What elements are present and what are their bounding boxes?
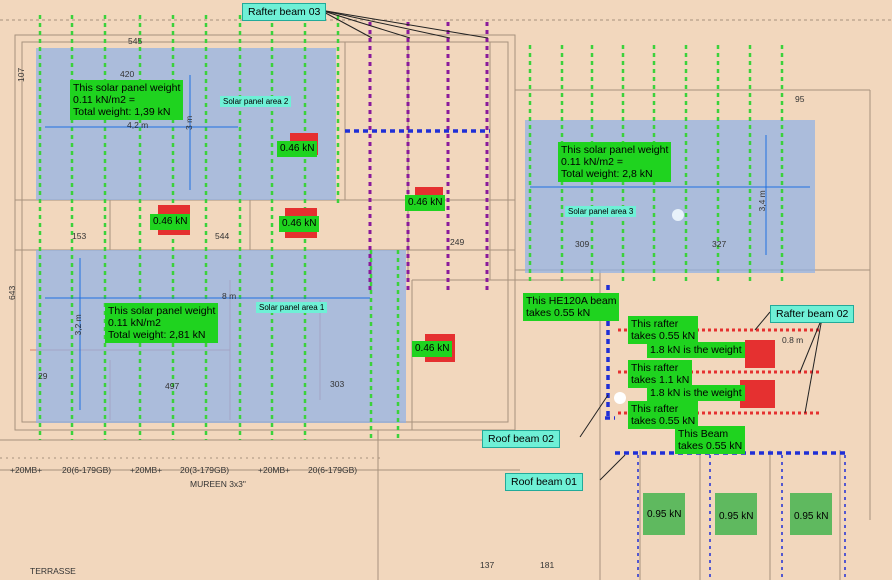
dim-label: 3,4 m xyxy=(756,190,767,212)
note-line: takes 0.55 kN xyxy=(678,440,743,453)
bottom-dim: +20MB+ xyxy=(10,465,43,475)
dim-label: 3 m xyxy=(184,115,195,130)
dimension-lines xyxy=(45,75,810,410)
load-label: 0.46 kN xyxy=(405,195,446,211)
plan-number: 544 xyxy=(215,231,230,241)
load-label: 0.46 kN xyxy=(277,141,318,157)
note-line: This solar panel weight xyxy=(73,82,181,94)
roof-beam-02-label: Roof beam 02 xyxy=(482,430,560,449)
plan-number: 327 xyxy=(712,239,727,249)
load-label: 0.46 kN xyxy=(279,216,320,232)
dim-label: 0.8 m xyxy=(782,335,804,345)
plan-number: 309 xyxy=(575,239,590,249)
rafter-beam-02-label: Rafter beam 02 xyxy=(770,305,855,324)
weight-note-1: 1.8 kN is the weight xyxy=(647,342,745,359)
bottom-dim: 20(3-179GB) xyxy=(180,465,230,475)
note-line: This solar panel weight xyxy=(561,144,669,156)
note-line: This solar panel weight xyxy=(108,305,216,317)
note-line: This Beam xyxy=(678,428,729,440)
note-line: 0.11 kN/m2 = xyxy=(73,94,135,107)
bottom-dim: +20MB+ xyxy=(130,465,163,475)
beam-load-label: 0.95 kN xyxy=(715,509,758,525)
solar-area-2-shape xyxy=(36,48,336,200)
plan-number: 137 xyxy=(480,560,495,570)
solar-panel-areas xyxy=(36,48,815,423)
note-line: Total weight: 2,8 kN xyxy=(561,168,653,181)
plan-number: 95 xyxy=(795,94,805,104)
solar-area-2-label: Solar panel area 2 xyxy=(220,96,292,108)
bottom-dim: 20(6-179GB) xyxy=(62,465,112,475)
note-line: takes 0.55 kN xyxy=(631,330,696,343)
he120a-note: This HE120A beam takes 0.55 kN xyxy=(523,293,620,322)
note-line: This rafter xyxy=(631,403,679,415)
plan-number: 497 xyxy=(165,381,180,391)
wall-note: MUREEN 3x3" xyxy=(190,479,246,489)
terrace-note: TERRASSE xyxy=(30,566,76,576)
solar-area-1-label: Solar panel area 1 xyxy=(256,302,328,314)
roof-beam-01-label: Roof beam 01 xyxy=(505,473,583,492)
note-line: This HE120A beam xyxy=(526,295,617,307)
note-line: 0.11 kN/m2 xyxy=(108,317,161,330)
white-marker xyxy=(672,209,684,221)
dim-label: 3,2 m xyxy=(72,314,83,336)
plan-number: 181 xyxy=(540,560,555,570)
plan-number: 249 xyxy=(450,237,465,247)
plan-number: 153 xyxy=(72,231,87,241)
note-line: This rafter xyxy=(631,362,679,374)
plan-number: 545 xyxy=(128,36,143,46)
rafter3-note: This rafter takes 0.55 kN xyxy=(628,401,699,430)
area3-weight-note: This solar panel weight 0.11 kN/m2 = Tot… xyxy=(558,142,672,183)
solar-area-3-label: Solar panel area 3 xyxy=(565,206,637,218)
green-rafters xyxy=(38,15,784,440)
red-rafter-beams xyxy=(618,328,820,415)
dim-label: 4,2 m xyxy=(127,120,149,130)
plan-number: 420 xyxy=(120,69,135,79)
rafter-beam-03-label: Rafter beam 03 xyxy=(242,3,327,22)
area1-weight-note: This solar panel weight 0.11 kN/m2 Total… xyxy=(105,303,219,344)
load-label: 0.46 kN xyxy=(412,341,453,357)
load-label: 0.46 kN xyxy=(150,214,191,230)
plan-number: 643 xyxy=(7,285,18,300)
note-line: Total weight: 2,81 kN xyxy=(108,329,206,342)
note-line: takes 0.55 kN xyxy=(526,307,591,320)
rafter2-note: This rafter takes 1.1 kN xyxy=(628,360,693,389)
note-line: 0.11 kN/m2 = xyxy=(561,156,623,169)
plan-number: 303 xyxy=(330,379,345,389)
note-line: Total weight: 1,39 kN xyxy=(73,106,171,119)
white-marker xyxy=(614,392,626,404)
bottom-dim: 20(6-179GB) xyxy=(308,465,358,475)
plan-number: 29 xyxy=(38,371,48,381)
leader-lines xyxy=(319,9,823,481)
note-line: takes 0.55 kN xyxy=(631,415,696,428)
note-line: takes 1.1 kN xyxy=(631,374,690,387)
note-line: This rafter xyxy=(631,318,679,330)
rafter1-note: This rafter takes 0.55 kN xyxy=(628,316,699,345)
plan-number: 107 xyxy=(16,67,27,82)
beam-load-label: 0.95 kN xyxy=(643,507,686,523)
weight-note-2: 1.8 kN is the weight xyxy=(647,385,745,402)
bottom-dim: +20MB+ xyxy=(258,465,291,475)
area2-weight-note: This solar panel weight 0.11 kN/m2 = Tot… xyxy=(70,80,184,121)
solar-area-1-shape xyxy=(36,250,406,423)
beam-load-label: 0.95 kN xyxy=(790,509,833,525)
beam-note: This Beam takes 0.55 kN xyxy=(675,426,746,455)
dim-label: 8 m xyxy=(222,291,237,301)
